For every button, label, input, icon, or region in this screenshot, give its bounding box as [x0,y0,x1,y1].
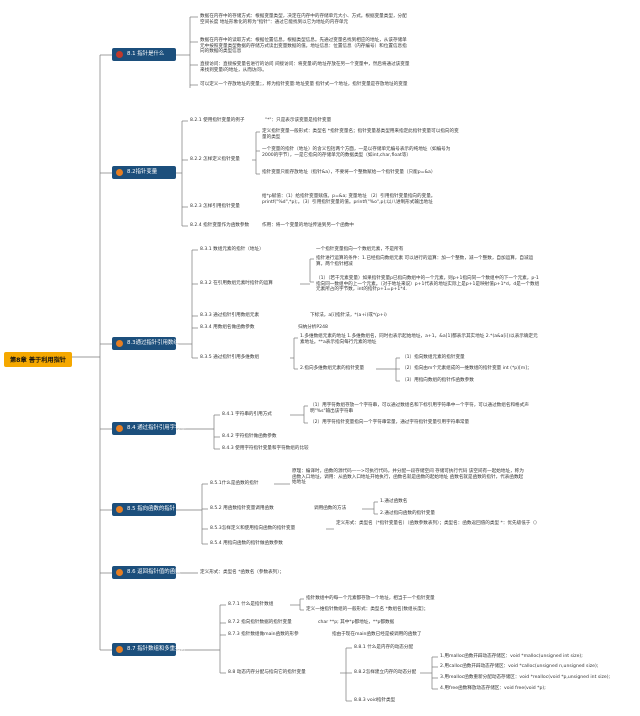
sub-8-3-1[interactable]: 8.3.1 数组元素的指针（地址） [200,247,264,252]
item-8-8-2-4: 4.用free函数释放动态存储区：void free(void *p); [440,686,546,691]
subnote-8-3-5-2: （2）指向由m个元素组成的一维数组的指针变量 int (*p)[m]； [402,366,532,371]
red-dot-icon [116,51,123,58]
section-label: 8.5 指向函数的指针 [127,506,176,513]
note-8-3-3: 下标法，a[i]指针法，*(a+i)或*(p+i) [310,313,387,318]
sub-8-5-1[interactable]: 8.5.1什么是函数的指针 [210,481,259,486]
note-8-3-4: 归纳分析P248 [298,325,328,330]
section-label: 8.1 指针是什么 [127,51,165,58]
orange-dot-icon [116,340,123,347]
orange-dot-icon [116,425,123,432]
sub-8-8-1[interactable]: 8.8.1 什么是内存的动态分配 [354,645,414,650]
note-8-7-3: 指由于现在main函数已经是被调用的函数了 [332,632,422,637]
note-8-5-2: 调用函数的方法 [314,506,347,511]
note-8-5-1: 原理：编译时，函数的源代码——>可执行代码，并分配一段存储空间 存储可执行代码 … [292,469,524,486]
sub-8-3-5[interactable]: 8.3.5 通过指针引用多维数组 [200,355,260,360]
subnote-8-5-2-2: 2.通过指向函数的指针变量 [380,511,435,516]
item-8-8-2-3: 3.用realloc函数重新分配动态存储区：void *realloc(void… [440,675,611,680]
orange-dot-icon [116,646,123,653]
note-8-1-c: 直接访问：直接按变量名进行的访问 间接访问：将变量i的地址存放在另一个变量中，然… [200,62,410,73]
note-8-7-1-b: 定义一维指针数组的一般形式：类型名 *数组名[数组长度]； [306,607,429,612]
subnote-8-3-5-3: （3）用指向数组的指针作函数参数 [402,378,474,383]
sub-8-7-2[interactable]: 8.7.2 指向指针数据的指针变量 [228,620,292,625]
section-label: 8.7 指针数组和多重指针 [127,646,186,653]
subnote-8-5-2-1: 1.通过函数名 [380,499,408,504]
note-8-3-2-a: 指针进行运算的条件：1.已经指向数组元素 可以进行的运算：加一个整数，减一个整数… [316,256,534,267]
sub-8-2-4[interactable]: 8.2.4 指针变量作为函数参数 [190,223,250,228]
note-8-4-1-b: （2）用字符指针变量指向一个字符串常量，通过字符指针变量引用字符串常量 [310,420,470,425]
note-8-2-3: 给*p赋值：（1）给指针变量赋值。p=&a; 变量地址 （2）引用指针变量指向的… [262,194,436,205]
note-8-3-1: 一个指针变量指向一个数组元素，不是所有 [316,247,404,252]
item-8-8-2-2: 2.用calloc函数开辟动态存储区：void *calloc(unsigned… [440,664,599,669]
section-8-7[interactable]: 8.7 指针数组和多重指针 [112,643,186,656]
note-8-2-2-b: 一个变量的指针（地址）的含义包括两个方面，一是以存储单元编号表示的纯地址（如编号… [262,147,451,158]
sub-8-5-3[interactable]: 8.5.3怎样定义和使用指向函数的指针变量 [210,526,296,531]
note-8-2-4: 作用：将一个变量的地址传送到另一个函数中 [262,223,354,228]
sub-8-2-2[interactable]: 8.2.2 怎样定义指针变量 [190,157,240,162]
sub-8-8-3[interactable]: 8.8.3 void指针类型 [354,698,396,703]
note-8-1-b: 数据在内存中的读取方式：根据位置信息，根据类型信息。先通过变量名找到相应的地址，… [200,38,407,55]
section-8-2[interactable]: 8.2指针变量 [112,166,176,179]
sub-8-7-1[interactable]: 8.7.1 什么是指针数组 [228,602,274,607]
sub-8-4-2[interactable]: 8.4.2 字符指针做函数参数 [222,434,277,439]
root-node[interactable]: 第8章 善于利用指针 [4,352,72,367]
note-8-2-1: "*"：只是表示该变量是指针变量 [265,118,332,123]
sub-8-8[interactable]: 8.8 动态内存分配与指向它的指针变量 [228,670,306,675]
orange-dot-icon [116,506,123,513]
orange-dot-icon [116,569,123,576]
note-8-5-3: 定义形式：类型名（*指针变量名）（函数参数表列）；类型名：函数返回值的类型 *：… [336,521,540,526]
item-8-8-2-1: 1.用malloc函数开辟动态存储区：void *malloc(unsigned… [440,654,583,659]
section-8-6[interactable]: 8.6 返回指针值的函数 [112,566,180,579]
subnote-8-3-5-1: （1）指向数组元素的指针变量 [402,355,465,360]
note-8-4-1-a: （1）用字符数组存放一个字符串，可以通过数组名和下标引用字符串中一个字符，可以通… [310,403,529,414]
sub-8-3-2[interactable]: 8.3.2 在引用数组元素时指针的运算 [200,281,273,286]
sub-8-5-2[interactable]: 8.5.2 用函数指针变量调用函数 [210,506,274,511]
note-8-7-2: char **p; 其中*p都地址，**p都数据 [318,620,395,625]
note-8-2-2-c: 指针变量只能存放地址（指针&a），不要将一个整数赋给一个指针变量（只能p=&a） [262,170,436,175]
section-label: 8.4 通过指针引用字符串 [127,425,186,432]
note-8-2-2-a: 定义指针变量一般形式：类型名 *指针变量名；指针变量基类型用来指定此指针变量可以… [262,129,459,140]
section-8-4[interactable]: 8.4 通过指针引用字符串 [112,422,186,435]
sub-8-7-3[interactable]: 8.7.3 指针数组做main函数的形参 [228,632,299,637]
sub-8-2-3[interactable]: 8.2.3 怎样引用指针变量 [190,204,240,209]
note-8-3-2-b: （1）（若干元素变量）如果指针变量p已指向数组中的一个元素，则p+1指向同一个数… [316,276,540,293]
section-8-1[interactable]: 8.1 指针是什么 [112,48,176,61]
sub-8-4-3[interactable]: 8.4.3 使用字符指针变量和字符数组的比较 [222,446,309,451]
sub-8-8-2[interactable]: 8.8.2怎样建立内存的动态分配 [354,670,417,675]
note-8-1-d: 可以定义一个存放地址的变量；，称为指针变量:地址变量 指针式一个地址，指针变量是… [200,82,408,87]
sub-8-3-4[interactable]: 8.3.4 用数组名做函数参数 [200,325,255,330]
section-8-3[interactable]: 8.3通过指针引用数组 [112,337,179,350]
section-8-5[interactable]: 8.5 指向函数的指针 [112,503,176,516]
note-8-3-5-b[interactable]: 2.指向多维数组元素的指针变量 [300,366,365,371]
sub-8-2-1[interactable]: 8.2.1 使用指针变量的例子 [190,118,245,123]
note-8-6: 定义形式：类型名 *函数名（参数表列）； [200,570,285,575]
section-label: 8.3通过指针引用数组 [127,340,179,347]
sub-8-4-1[interactable]: 8.4.1 字符串的引用方式 [222,412,272,417]
sub-8-5-4[interactable]: 8.5.4 用指向函数的指针做函数参数 [210,541,283,546]
sub-8-3-3[interactable]: 8.3.3 通过指针引用数组元素 [200,313,260,318]
section-label: 8.6 返回指针值的函数 [127,569,181,576]
section-label: 8.2指针变量 [127,169,158,176]
note-8-1-a: 数据在内存中的存储方式：根据变量类型，决定在内存中的存储单元大小、方式。根据变量… [200,14,407,25]
orange-dot-icon [116,169,123,176]
note-8-3-5-a: 1.多维数组元素的地址 1.多维数组名，同时也表示起始地址，a+1，&a[1]都… [300,334,538,345]
root-title: 第8章 善于利用指针 [10,357,66,364]
note-8-7-1-a: 指针数组中的每一个元素都存放一个地址，相当于一个指针变量 [306,596,435,601]
